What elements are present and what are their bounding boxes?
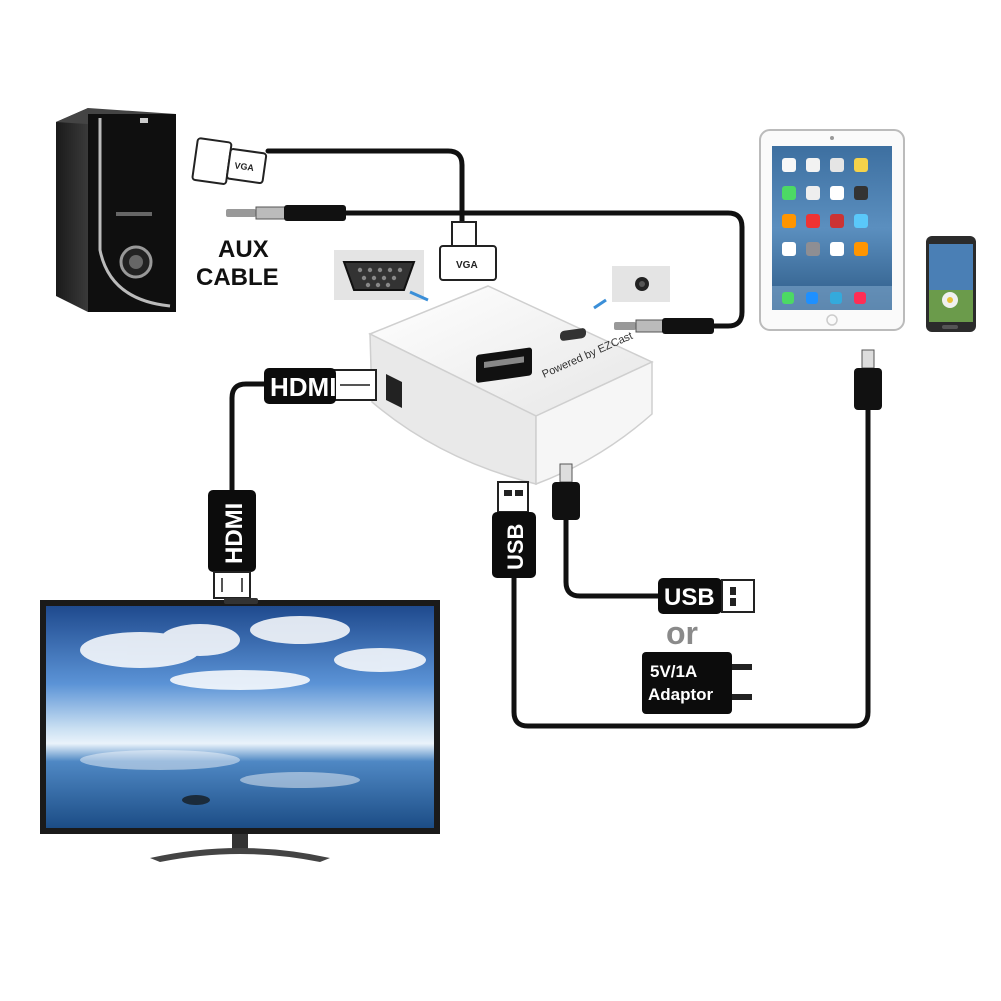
wireless-display-hub-icon: Powered by EZCast: [368, 285, 654, 486]
aux-label: AUX: [218, 236, 269, 263]
hdmi-cable: [229, 381, 268, 493]
usb-horizontal-tag: [658, 578, 722, 614]
aux-plug-pc-icon: [226, 205, 346, 221]
cable-label: CABLE: [196, 264, 279, 291]
usb-vertical-tag: [492, 512, 536, 578]
hdmi-vertical-tag: [208, 490, 256, 572]
audio-jack-inset-icon: [593, 266, 670, 310]
power-adaptor-icon: [642, 652, 752, 714]
usb-horizontal-label: USB: [664, 584, 715, 611]
hdmi-bottom-plug-icon: [213, 571, 251, 599]
vga-cable: [265, 148, 465, 225]
usb-vertical-label: USB: [503, 524, 528, 570]
power-cable: [563, 517, 663, 599]
adaptor-label: Adaptor: [648, 685, 714, 704]
tablet-usb-plug-icon: [854, 349, 882, 410]
hdmi-vertical-label: HDMI: [221, 503, 248, 564]
vga-plug-mid-label: VGA: [456, 260, 478, 271]
tablet-icon: [759, 129, 905, 331]
vga-plug-pc-label: VGA: [234, 160, 255, 173]
adaptor-voltage-label: 5V/1A: [650, 662, 697, 681]
hdmi-top-label: HDMI: [270, 372, 336, 402]
desktop-tower-icon: [56, 108, 176, 312]
usb-loop-cable: [511, 407, 871, 729]
or-label: or: [666, 615, 698, 651]
aux-cable: [342, 210, 745, 329]
vga-port-inset-icon: [334, 250, 429, 302]
flat-tv-icon: [40, 598, 440, 862]
aux-plug-hub-icon: [614, 318, 714, 334]
hdmi-top-plug-icon: [333, 369, 377, 401]
vga-plug-mid-icon: VGA: [439, 221, 497, 281]
usb-a-plug-icon: [497, 481, 529, 513]
cables: [229, 148, 871, 729]
usb-a-plug-horizontal-icon: [721, 579, 755, 613]
vga-plug-pc-icon: VGA: [191, 137, 268, 185]
tablet-app-grid: [772, 158, 892, 310]
micro-usb-plug-icon: [552, 463, 580, 520]
smartphone-icon: [926, 236, 976, 332]
hdmi-top-tag: [264, 368, 336, 404]
